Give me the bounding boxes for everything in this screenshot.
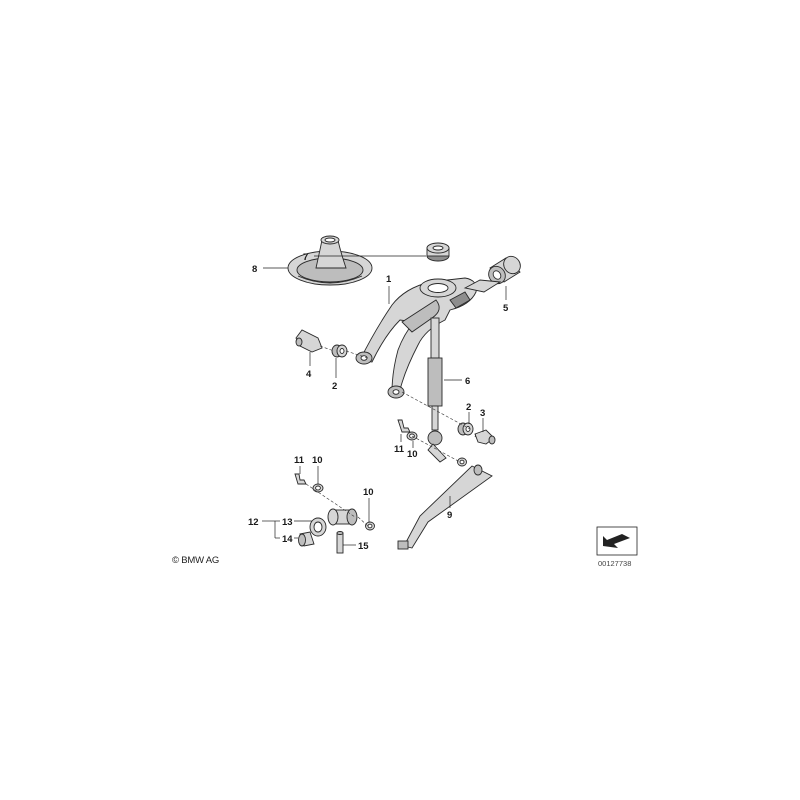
selector-rod bbox=[427, 317, 447, 463]
copyright-notice: © BMW AG bbox=[172, 555, 220, 566]
callout-15: 15 bbox=[358, 541, 369, 552]
callout-10-left: 10 bbox=[312, 455, 323, 466]
callout-4: 4 bbox=[306, 369, 312, 380]
callout-5: 5 bbox=[503, 303, 509, 314]
dust-ring bbox=[426, 242, 450, 262]
leader-lines bbox=[262, 255, 507, 546]
washer-lever bbox=[457, 457, 467, 467]
callout-7: 7 bbox=[303, 252, 308, 263]
callout-6: 6 bbox=[465, 376, 470, 387]
pin bbox=[336, 531, 344, 554]
callout-1: 1 bbox=[386, 274, 392, 285]
bushing-cap bbox=[298, 531, 315, 547]
callout-9: 9 bbox=[447, 510, 452, 521]
bearing-bushing-upper bbox=[331, 344, 348, 358]
joint bbox=[309, 508, 358, 537]
shift-boot bbox=[287, 235, 373, 286]
callout-2-lower: 2 bbox=[466, 402, 471, 413]
holder bbox=[474, 429, 496, 445]
circlip-right bbox=[397, 419, 411, 433]
circlip-left bbox=[294, 473, 307, 485]
callout-labels: 8 7 1 5 4 2 6 2 3 11 10 11 10 10 9 12 13… bbox=[248, 252, 509, 552]
callout-8: 8 bbox=[252, 264, 257, 275]
callout-13: 13 bbox=[282, 517, 293, 528]
figure-number: 00127738 bbox=[598, 559, 632, 568]
callout-2-upper: 2 bbox=[332, 381, 337, 392]
callout-12: 12 bbox=[248, 517, 259, 528]
callout-3: 3 bbox=[480, 408, 485, 419]
callout-10-lower: 10 bbox=[363, 487, 374, 498]
bushing bbox=[488, 255, 521, 285]
callout-11-right: 11 bbox=[394, 444, 405, 455]
gearshift-lever-bracket bbox=[355, 277, 502, 399]
washer-left bbox=[312, 483, 324, 493]
bearing-bushing-lower bbox=[457, 422, 474, 436]
pivot-clip bbox=[295, 329, 323, 353]
assembly-axes bbox=[305, 345, 477, 527]
callout-11-left: 11 bbox=[294, 455, 305, 466]
selector-lever bbox=[397, 464, 493, 550]
callout-14: 14 bbox=[282, 534, 293, 545]
washer-lower bbox=[365, 521, 375, 531]
orientation-arrow-icon bbox=[596, 526, 638, 556]
callout-10-right: 10 bbox=[407, 449, 418, 460]
